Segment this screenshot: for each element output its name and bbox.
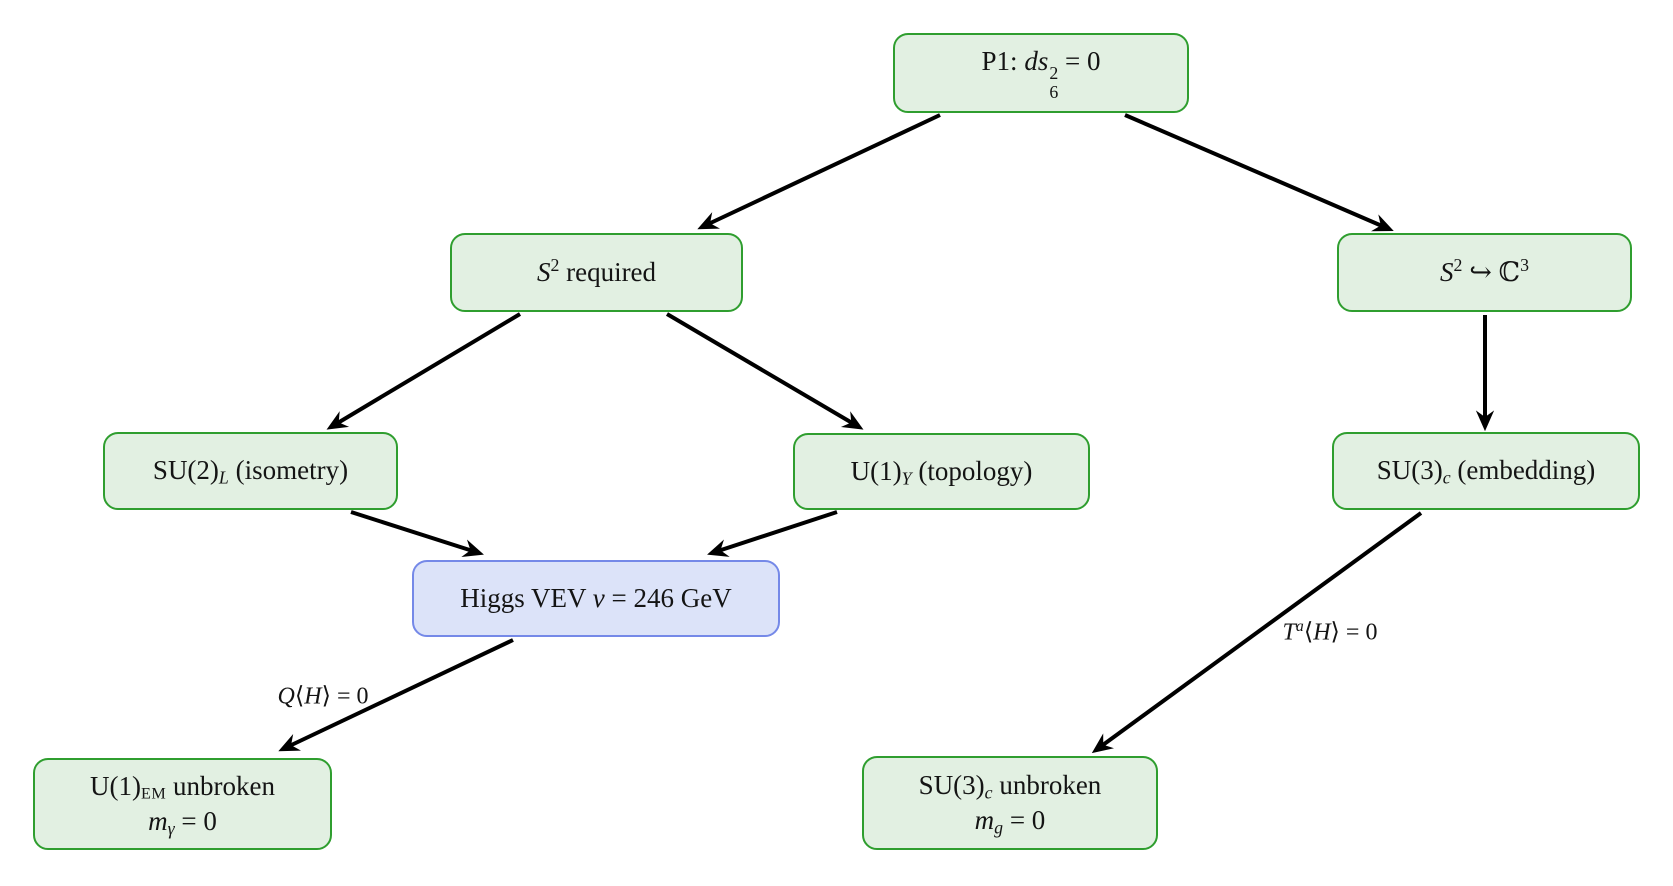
edge-s2required-to-su2l <box>326 312 522 430</box>
node-su3c-unbroken-line2: mg = 0 <box>974 805 1046 838</box>
node-s2-embed-c3-label: S2 ↪ ℂ3 <box>1440 255 1529 287</box>
langle-symbol: ⟨ <box>294 683 305 710</box>
edge-label-ta-h-zero: Ta⟨H⟩ = 0 <box>1282 617 1378 646</box>
node-higgs-vev: Higgs VEV v = 246 GeV <box>412 560 780 637</box>
node-u1em-unbroken: U(1)EM unbroken mγ = 0 <box>33 758 332 850</box>
edge-u1y-to-higgs <box>707 510 838 557</box>
edge-label-q-h-zero: Q⟨H⟩ = 0 <box>277 683 369 710</box>
node-su3c-unbroken-line1: SU(3)c unbroken <box>918 769 1102 803</box>
superscript: 2 <box>1049 63 1059 84</box>
node-u1em-unbroken-line1: U(1)EM unbroken <box>90 770 275 803</box>
node-su3c-embedding: SU(3)c (embedding) <box>1332 432 1640 510</box>
node-su2l-isometry: SU(2)L (isometry) <box>103 432 398 510</box>
hookrightarrow-symbol: ↪ <box>1462 256 1499 287</box>
edge-p1-to-s2required <box>697 113 941 230</box>
langle-symbol: ⟨ <box>1303 619 1314 646</box>
node-su3c-embedding-label: SU(3)c (embedding) <box>1376 455 1596 488</box>
node-u1y-topology-label: U(1)Y (topology) <box>850 455 1033 489</box>
node-su3c-unbroken: SU(3)c unbroken mg = 0 <box>862 756 1158 850</box>
edge-su2l-to-higgs <box>350 510 484 557</box>
node-s2-required: S2 required <box>450 233 743 312</box>
complex-set-symbol: ℂ <box>1498 256 1521 287</box>
rangle-symbol: ⟩ <box>1330 619 1340 646</box>
edge-p1-to-s2embed <box>1124 113 1394 232</box>
node-u1y-topology: U(1)Y (topology) <box>793 433 1090 510</box>
node-s2-required-label: S2 required <box>536 255 657 287</box>
node-s2-embed-c3: S2 ↪ ℂ3 <box>1337 233 1632 312</box>
edge-s2required-to-u1y <box>665 312 864 430</box>
node-u1em-unbroken-line2: mγ = 0 <box>148 806 217 839</box>
subscript: 6 <box>1049 81 1059 102</box>
node-higgs-vev-label: Higgs VEV v = 246 GeV <box>460 582 732 613</box>
rangle-symbol: ⟩ <box>321 683 331 710</box>
node-su2l-isometry-label: SU(2)L (isometry) <box>152 455 349 488</box>
